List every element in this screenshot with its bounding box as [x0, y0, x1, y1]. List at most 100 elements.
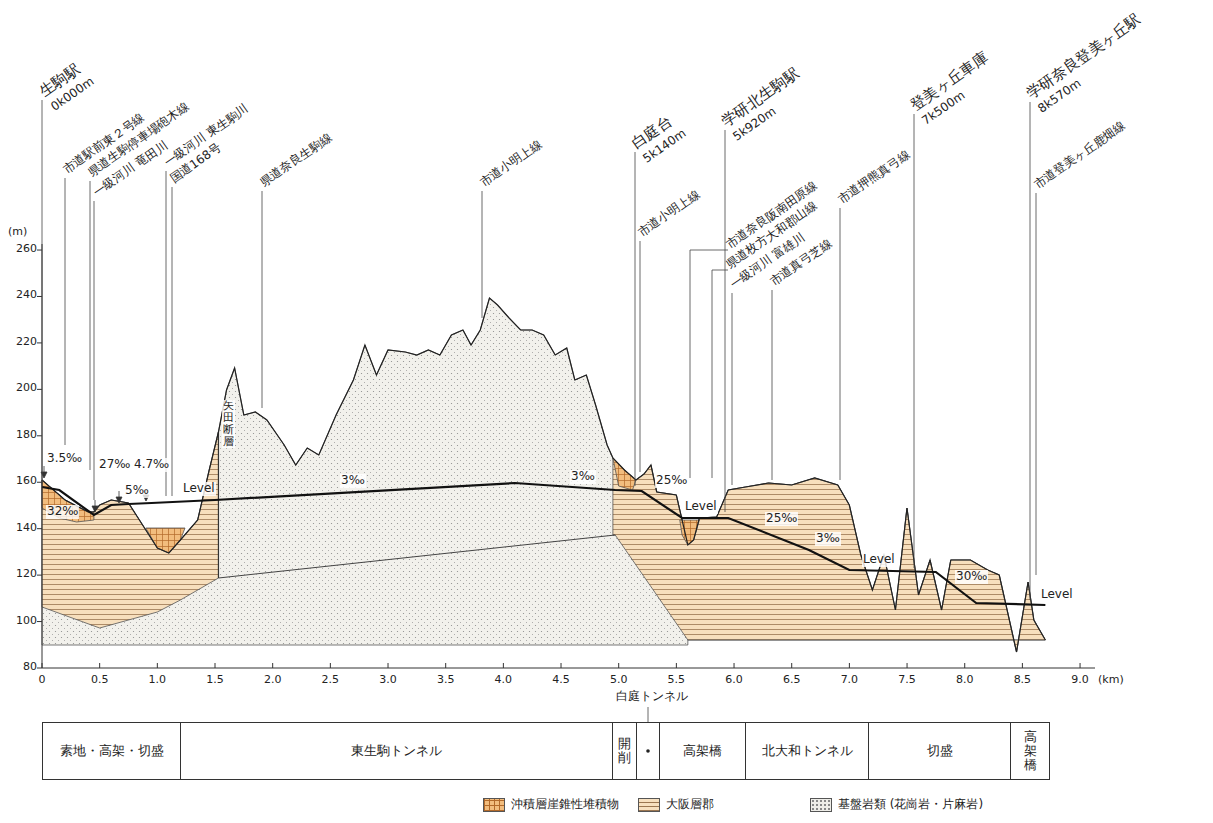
legend-text: 基盤岩類 (花崗岩・片麻岩): [838, 797, 983, 813]
bedrock-area: [42, 298, 1045, 652]
y-tick-label: 160: [16, 475, 37, 488]
x-tick: [561, 663, 562, 668]
x-tick: [849, 663, 850, 668]
grade-arrow: [92, 500, 98, 512]
tunnel-cell: [636, 723, 660, 780]
y-tick-label: 180: [16, 429, 37, 442]
section-cell: 素地・高架・切盛: [42, 722, 181, 780]
x-tick-label: 2.5: [322, 674, 340, 687]
gradient-label: 27‰: [98, 458, 131, 472]
section-cell: 高架橋: [659, 722, 746, 780]
gradient-label: Level: [862, 553, 896, 567]
leader-line: [640, 241, 641, 472]
x-tick-label: 0: [39, 674, 46, 687]
gradient-label: 4.7‰: [133, 458, 170, 472]
crossing-label: 市道小明上線: [478, 138, 544, 189]
x-tick-label: 6.5: [783, 674, 801, 687]
section-name: 開削: [618, 737, 631, 766]
leader-line: [1036, 193, 1037, 575]
leader-line: [772, 290, 773, 480]
y-tick-label: 100: [16, 615, 37, 628]
tunnel-dot: [646, 749, 650, 753]
x-tick: [42, 663, 43, 668]
leader-line: [840, 208, 841, 480]
leader-line: [482, 191, 483, 318]
y-tick: [37, 575, 42, 576]
x-tick-label: 3.5: [437, 674, 455, 687]
x-tick-label: 4.0: [495, 674, 513, 687]
x-tick: [618, 663, 619, 668]
leader-line: [172, 187, 173, 496]
axis-unit: (km): [1098, 674, 1124, 687]
leader-line: [166, 171, 167, 496]
leader-line: [690, 250, 728, 478]
x-tick: [330, 663, 331, 668]
x-tick: [734, 663, 735, 668]
track-line: [42, 483, 1045, 605]
x-axis: [42, 668, 1095, 669]
crossing-label: 市道小明上線: [636, 188, 702, 239]
y-tick: [37, 342, 42, 343]
axes: [37, 244, 1095, 668]
alluvium-area: [613, 458, 636, 490]
gradient-label: Level: [182, 482, 216, 496]
gradient-label: 3‰: [815, 532, 841, 546]
x-tick-label: 0.5: [91, 674, 109, 687]
fault-label: 矢田断層: [222, 400, 235, 448]
x-tick: [503, 663, 504, 668]
y-tick-label: 220: [16, 336, 37, 349]
gradient-label: 32‰: [46, 505, 79, 519]
ground-line: [42, 298, 1045, 652]
leader-line: [262, 191, 263, 408]
y-tick: [37, 621, 42, 622]
leader-line: [65, 178, 66, 445]
osaka-group-area: [42, 432, 218, 628]
section-name: 切盛: [927, 742, 953, 760]
x-tick-label: 9.0: [1071, 674, 1089, 687]
y-tick: [37, 250, 42, 251]
x-tick-label: 5.0: [610, 674, 628, 687]
leader-line: [732, 293, 733, 485]
legend-swatch: [483, 798, 505, 812]
leader-line: [914, 114, 915, 568]
gradient-label: 3‰: [340, 474, 366, 488]
crossing-label: 市道押熊真弓線: [836, 148, 912, 206]
x-tick-label: 8.5: [1014, 674, 1032, 687]
y-tick: [37, 435, 42, 436]
legend-text: 沖積層崖錐性堆積物: [511, 797, 619, 813]
section-cell: 開削: [612, 722, 637, 780]
leader-line: [725, 130, 726, 512]
x-tick-label: 1.5: [206, 674, 224, 687]
leader-line: [94, 201, 95, 500]
x-tick: [157, 663, 158, 668]
gradient-label: 30‰: [955, 570, 988, 584]
y-tick: [37, 482, 42, 483]
x-tick: [791, 663, 792, 668]
y-tick: [37, 528, 42, 529]
alluvium-area: [146, 528, 185, 553]
leader-lines: [42, 100, 1036, 745]
gradient-label: 3‰: [570, 470, 596, 484]
y-tick-label: 80: [23, 661, 37, 674]
x-tick: [964, 663, 965, 668]
axis-unit: (m): [8, 226, 27, 239]
section-name: 東生駒トンネル: [351, 742, 442, 760]
section-name: 素地・高架・切盛: [60, 742, 164, 760]
gradient-label: 25‰: [765, 512, 798, 526]
x-tick-label: 2.0: [264, 674, 282, 687]
leader-line: [90, 181, 91, 470]
section-name: 高架橋: [683, 742, 722, 760]
gradient-label: 5‰: [124, 484, 150, 498]
station-label: 学研奈良登美ヶ丘駅: [1024, 12, 1143, 102]
x-tick: [1080, 663, 1081, 668]
y-tick-label: 240: [16, 289, 37, 302]
y-tick-label: 140: [16, 522, 37, 535]
crossing-label: 県道奈良生駒線: [258, 131, 334, 189]
gradient-label: 3.5‰: [46, 452, 83, 466]
x-tick: [676, 663, 677, 668]
y-tick: [37, 668, 42, 669]
leader-line: [635, 152, 636, 486]
rock-boundary: [218, 535, 615, 578]
gradient-label: 25‰: [655, 474, 688, 488]
